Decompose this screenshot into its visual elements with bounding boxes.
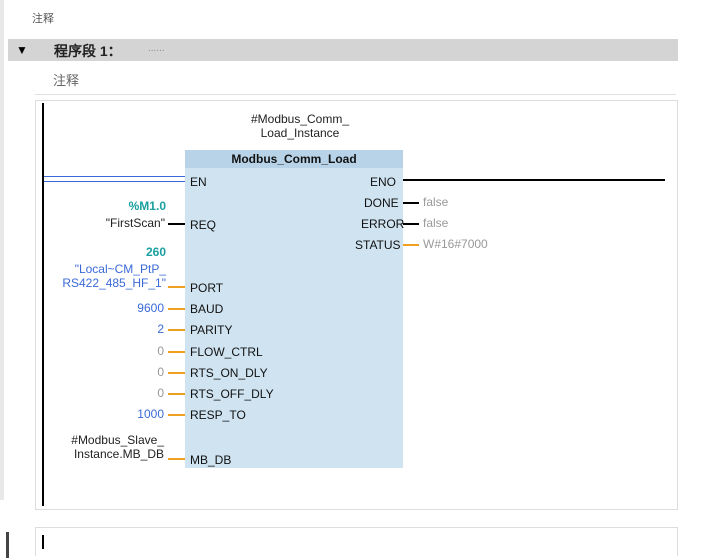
baud-value[interactable]: 9600 xyxy=(137,301,164,315)
pin-resp-to: RESP_TO xyxy=(190,408,246,422)
error-wire xyxy=(403,223,419,225)
port-wire xyxy=(168,286,185,288)
next-network-rail xyxy=(42,535,44,549)
function-block[interactable]: Modbus_Comm_Load xyxy=(185,150,403,468)
eno-wire xyxy=(403,179,665,181)
left-edge-bar-lower xyxy=(6,532,9,558)
pin-status: STATUS xyxy=(355,238,401,252)
power-rail xyxy=(42,103,44,506)
error-value[interactable]: false xyxy=(423,216,449,230)
instance-name[interactable]: #Modbus_Comm_ Load_Instance xyxy=(220,112,380,140)
req-wire xyxy=(168,223,185,225)
rts-off-dly-value[interactable]: 0 xyxy=(157,386,164,400)
req-value[interactable]: "FirstScan" xyxy=(105,216,165,230)
port-value[interactable]: "Local~CM_PtP_ RS422_485_HF_1" xyxy=(46,262,166,290)
parity-value[interactable]: 2 xyxy=(157,322,164,336)
pin-rts-on-dly: RTS_ON_DLY xyxy=(190,366,268,380)
flow-ctrl-value[interactable]: 0 xyxy=(157,344,164,358)
port-address: 260 xyxy=(145,245,166,259)
pin-baud: BAUD xyxy=(190,302,224,316)
pin-parity: PARITY xyxy=(190,323,233,337)
status-value[interactable]: W#16#7000 xyxy=(423,237,488,251)
instance-line-2: Load_Instance xyxy=(260,126,340,140)
resp-to-value[interactable]: 1000 xyxy=(137,407,164,421)
pin-done: DONE xyxy=(364,196,399,210)
mb-db-wire xyxy=(168,458,185,460)
en-wire xyxy=(44,176,185,182)
pin-en: EN xyxy=(190,175,207,189)
mb-db-value-line-2: Instance.MB_DB xyxy=(73,447,164,461)
block-header: Modbus_Comm_Load xyxy=(185,150,403,168)
mb-db-value-line-1: #Modbus_Slave_ xyxy=(71,433,164,447)
rts-on-dly-value[interactable]: 0 xyxy=(157,365,164,379)
parity-wire xyxy=(168,329,185,331)
segment-title: 程序段 1： xyxy=(54,43,122,59)
instance-line-1: #Modbus_Comm_ xyxy=(250,112,350,126)
pin-error: ERROR xyxy=(361,217,405,231)
rts-off-dly-wire xyxy=(168,393,185,395)
pin-port: PORT xyxy=(190,281,224,295)
port-value-line-2: RS422_485_HF_1" xyxy=(62,276,166,290)
pin-eno: ENO xyxy=(370,175,397,189)
rts-on-dly-wire xyxy=(168,372,185,374)
left-edge-bar xyxy=(0,0,4,500)
mb-db-value[interactable]: #Modbus_Slave_ Instance.MB_DB xyxy=(40,433,164,461)
next-network-box xyxy=(35,527,678,556)
top-comment[interactable]: 注释 xyxy=(32,13,54,25)
pin-mb-db: MB_DB xyxy=(190,453,232,467)
done-wire xyxy=(403,202,419,204)
port-value-line-1: "Local~CM_PtP_ xyxy=(74,262,166,276)
ladder-area xyxy=(35,100,678,510)
pin-rts-off-dly: RTS_OFF_DLY xyxy=(190,387,274,401)
pin-flow-ctrl: FLOW_CTRL xyxy=(190,345,263,359)
pin-req: REQ xyxy=(190,218,217,232)
segment-subtitle: ...... xyxy=(148,43,165,54)
segment-comment-rule xyxy=(35,94,676,95)
segment-comment[interactable]: 注释 xyxy=(53,73,80,88)
done-value[interactable]: false xyxy=(423,195,449,209)
req-address: %M1.0 xyxy=(128,199,166,213)
status-wire xyxy=(403,244,419,246)
resp-to-wire xyxy=(168,414,185,416)
segment-header[interactable]: ▼ 程序段 1： ...... xyxy=(8,39,678,61)
flow-ctrl-wire xyxy=(168,351,185,353)
baud-wire xyxy=(168,308,185,310)
collapse-triangle-icon[interactable]: ▼ xyxy=(16,43,28,57)
